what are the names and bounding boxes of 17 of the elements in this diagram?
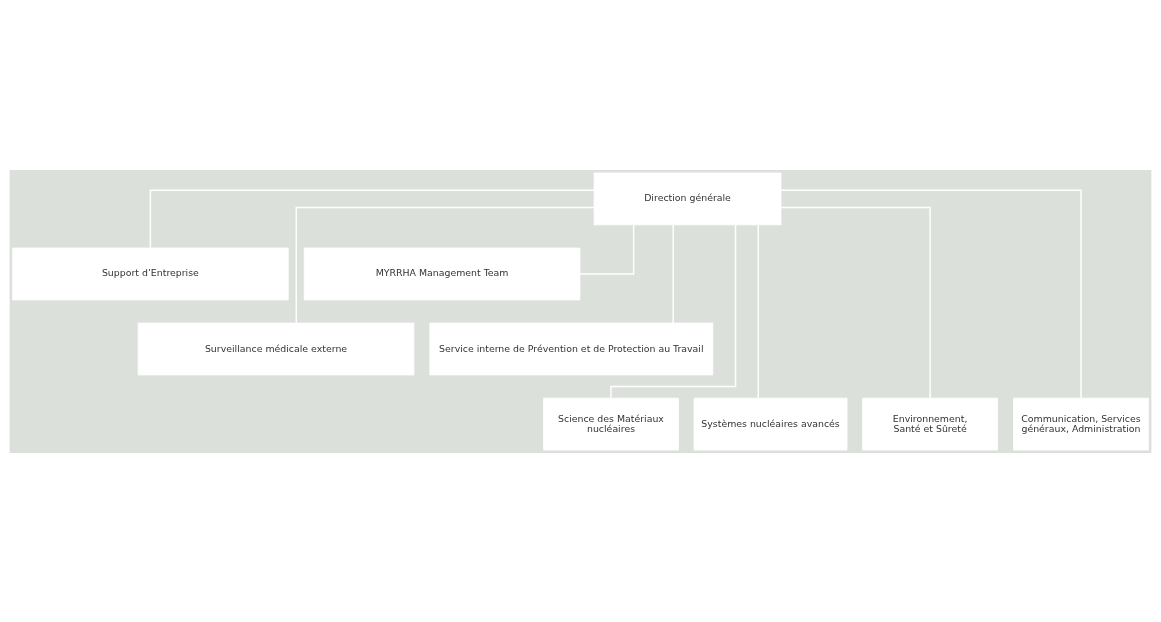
- node-box: Environnement, Santé et Sûreté: [862, 397, 998, 450]
- node-box: Science des Matériaux nucléaires: [543, 397, 679, 450]
- node-box: Service interne de Prévention et de Protection au Travail: [429, 322, 714, 375]
- connector: [672, 223, 674, 324]
- node-box: MYRRHA Management Team: [303, 247, 581, 300]
- node-box: Systèmes nucléaires avancés: [693, 397, 848, 450]
- node-box: Direction générale: [593, 172, 782, 225]
- node-box: Communication, Services généraux, Administration: [1013, 397, 1149, 450]
- connector: [295, 206, 595, 323]
- connector: [149, 189, 595, 249]
- node-box: Surveillance médicale externe: [137, 322, 415, 375]
- connector: [579, 223, 635, 275]
- connector: [610, 223, 737, 399]
- connector: [780, 206, 931, 399]
- node-box: Support d’Entreprise: [12, 247, 289, 300]
- connector: [780, 189, 1082, 399]
- connector: [757, 223, 759, 399]
